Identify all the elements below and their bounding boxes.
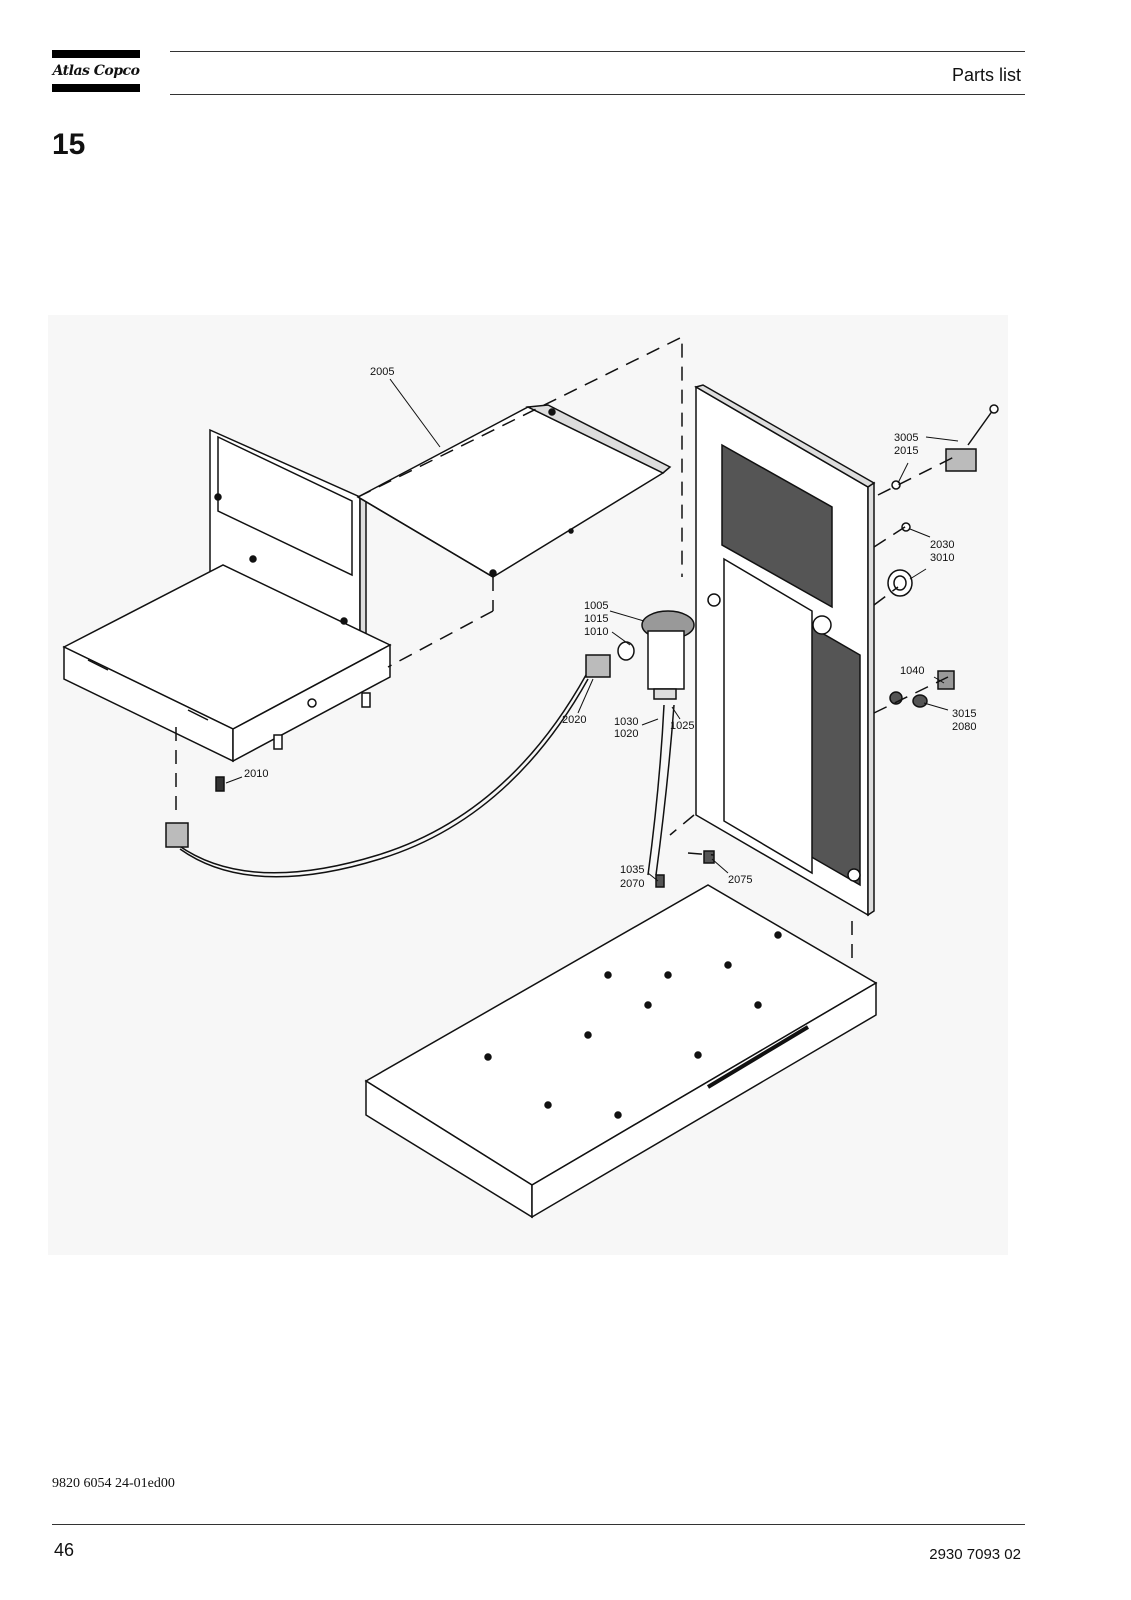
bottom-base-plate: [364, 884, 878, 1219]
leader-lines: [225, 378, 959, 882]
drain-hose: [165, 674, 715, 888]
header-top-rule: [170, 51, 1025, 52]
callout-1015: 1015: [584, 613, 608, 625]
callout-2005: 2005: [370, 366, 394, 378]
page-number: 46: [54, 1540, 75, 1560]
callout-1025: 1025: [670, 720, 694, 732]
callout-1030: 1030: [614, 716, 638, 728]
atlas-copco-logo: Atlas Copco: [52, 50, 140, 94]
rear-panel: [694, 384, 876, 917]
section-number: 15: [52, 128, 86, 161]
callout-3015: 3015: [952, 708, 976, 720]
callout-3010: 3010: [930, 552, 954, 564]
callout-2030: 2030: [930, 539, 954, 551]
callout-1010: 1010: [584, 626, 608, 638]
logo-top-bar: [52, 50, 140, 58]
callout-2010: 2010: [244, 768, 268, 780]
callout-1040: 1040: [900, 665, 924, 677]
header-bottom-rule: [170, 94, 1025, 95]
document-code: 9820 6054 24-01ed00: [52, 1476, 175, 1491]
exploded-parts-drawing: 2005 3005 2015 2030 3010 1005 1015 1010 …: [48, 315, 1008, 1255]
callout-2070: 2070: [620, 878, 644, 890]
right-side-fittings: [887, 404, 999, 708]
section-label: Parts list: [951, 65, 1021, 85]
alignment-lines: [175, 335, 959, 965]
left-frame-assembly: [62, 428, 392, 763]
callout-2020: 2020: [562, 714, 586, 726]
top-panel: [356, 404, 672, 578]
callout-3005: 3005: [894, 432, 918, 444]
callout-2075: 2075: [728, 874, 752, 886]
callout-2015: 2015: [894, 445, 918, 457]
callout-1020: 1020: [614, 728, 638, 740]
callout-1005: 1005: [584, 600, 608, 612]
footer-rule: [52, 1524, 1025, 1525]
callout-1035: 1035: [620, 864, 644, 876]
callout-2080: 2080: [952, 721, 976, 733]
logo-bottom-bar: [52, 84, 140, 92]
manual-part-number: 2930 7093 02: [929, 1546, 1021, 1563]
logo-wordmark: Atlas Copco: [52, 63, 140, 79]
